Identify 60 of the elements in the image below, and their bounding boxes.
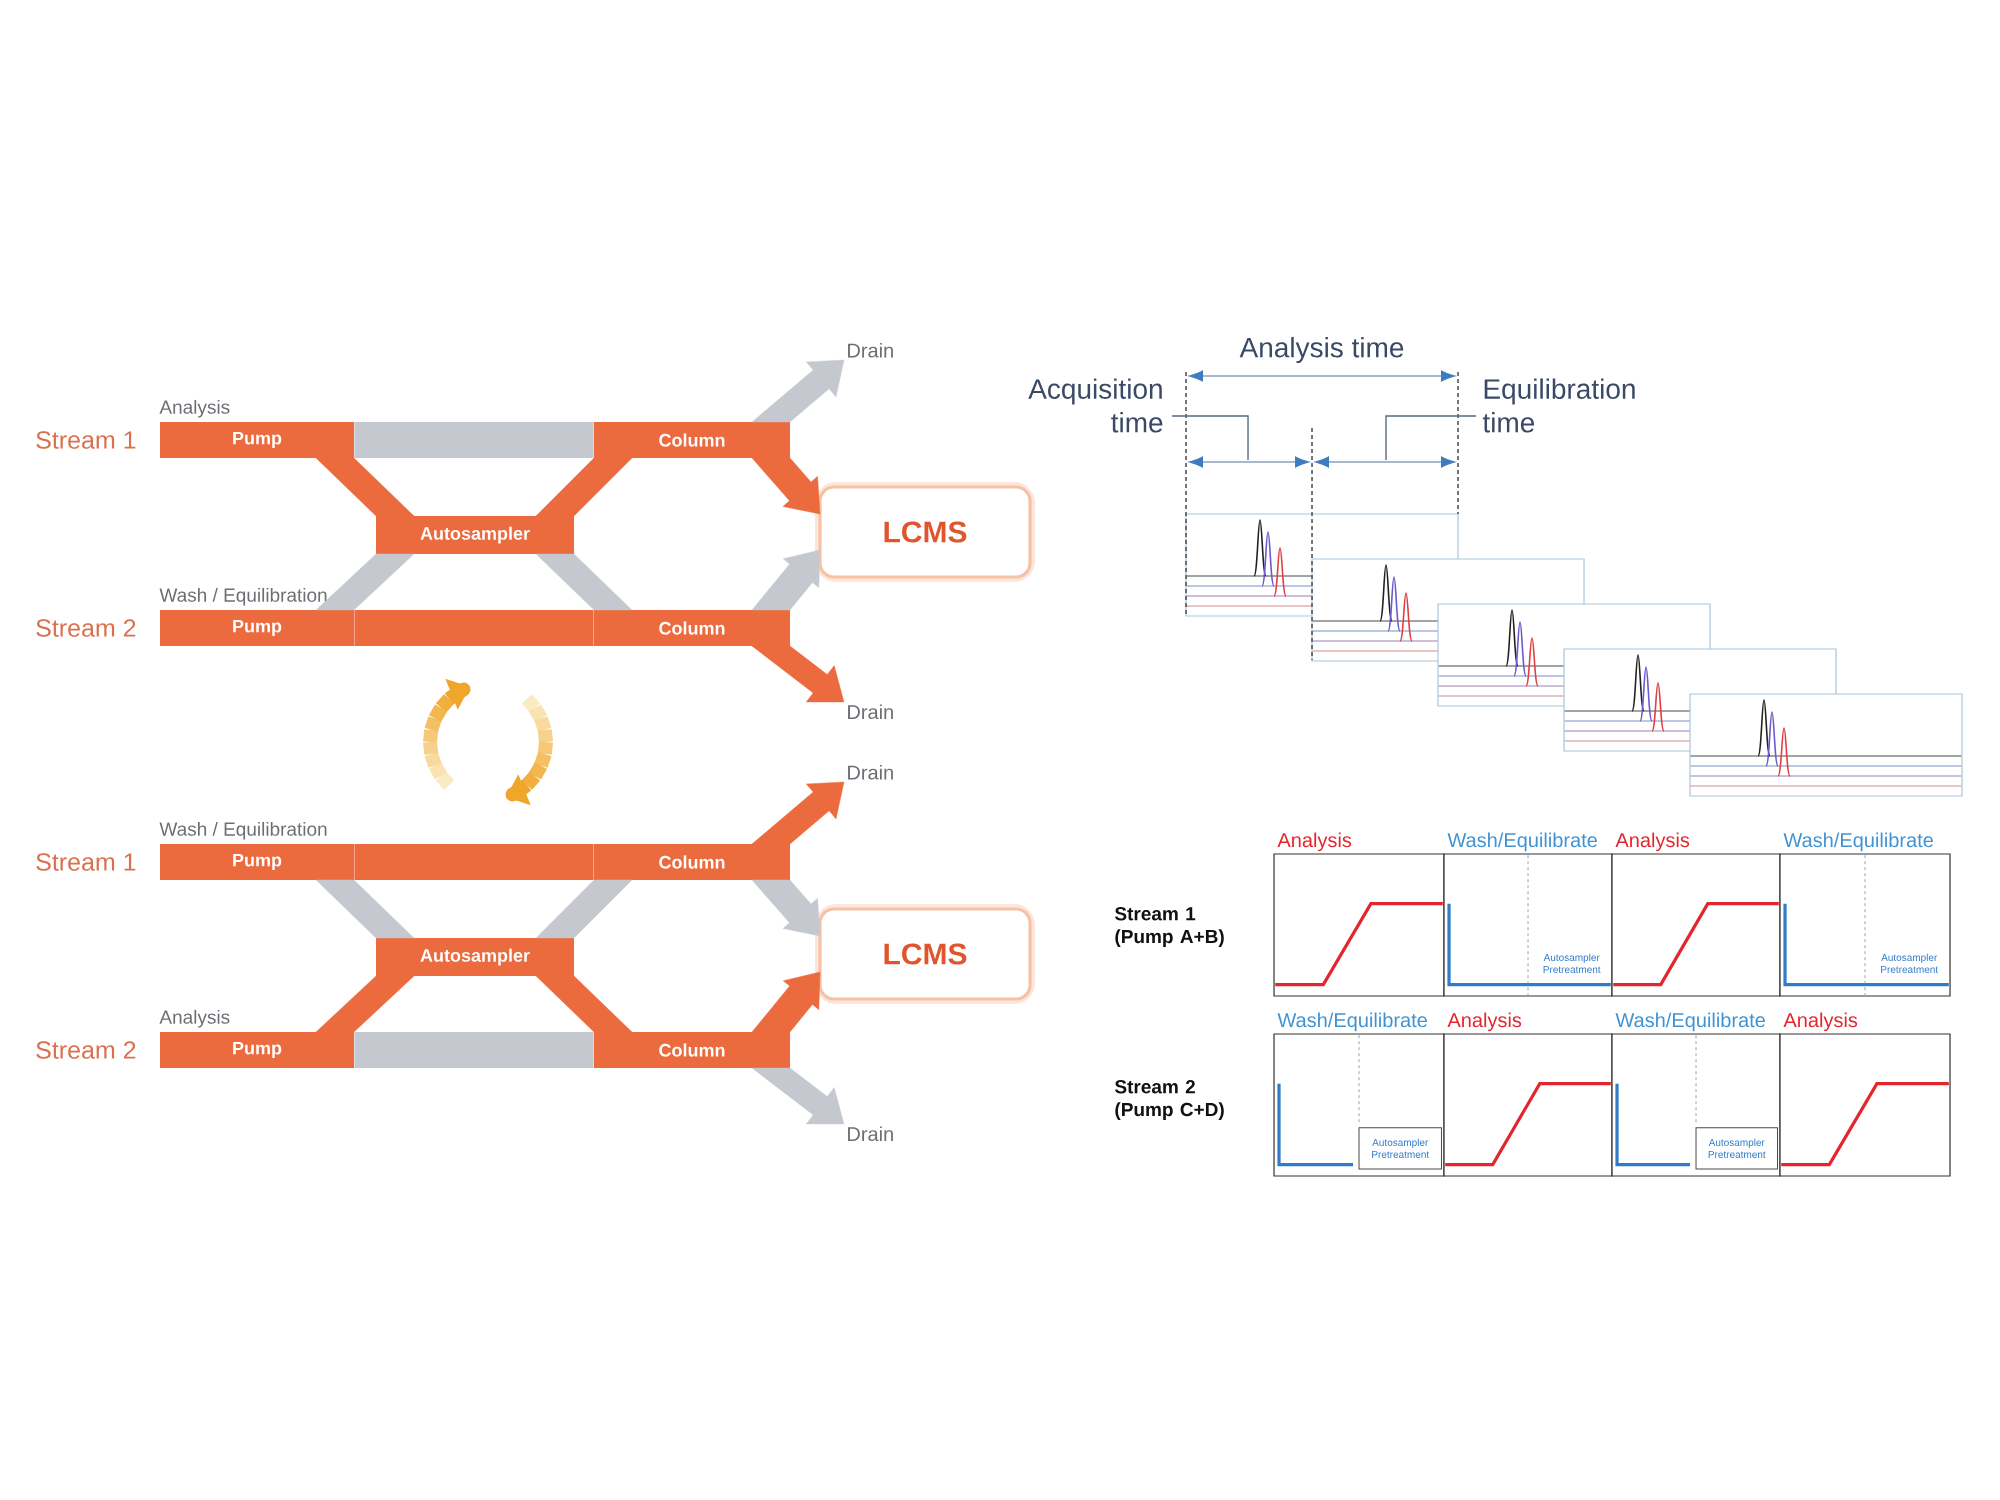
stream-label: Stream 2 <box>36 1041 136 1059</box>
flow-band <box>535 553 633 611</box>
stream-label: Stream 2 <box>36 619 136 637</box>
dimension-label: Analysis time <box>1239 336 1404 364</box>
phase-label: Wash / Equilibration <box>159 587 327 606</box>
flow-band <box>354 422 594 458</box>
flow-band <box>315 879 415 939</box>
lcms-box: LCMS <box>815 482 1035 582</box>
flow-band <box>354 1032 594 1068</box>
flow-band <box>354 844 594 880</box>
drain-label: Drain <box>848 1126 893 1142</box>
panel-heading: Wash/Equilibrate <box>1615 1012 1765 1032</box>
flow-arrow <box>751 1067 845 1125</box>
phase-label: Analysis <box>159 1009 230 1028</box>
flow-band <box>535 879 633 939</box>
drain-label: Drain <box>848 764 893 780</box>
phase-label: Analysis <box>159 399 230 418</box>
column-band: Column <box>594 422 790 458</box>
autosampler-band: Autosampler <box>376 516 574 554</box>
node-label: Column <box>659 621 725 635</box>
flow-arrow <box>751 971 821 1033</box>
flow-band <box>315 457 415 517</box>
autosampler-band: Autosampler <box>376 938 574 976</box>
node-label: Column <box>659 855 725 869</box>
stream-label: Stream 1 <box>36 853 136 871</box>
pump-band: Pump <box>160 610 354 646</box>
flow-arrow <box>751 457 821 515</box>
panel-heading: Wash/Equilibrate <box>1447 832 1597 852</box>
flow-arrow <box>751 781 845 845</box>
flow-band <box>315 975 415 1033</box>
row-label: Stream 1 (Pump A+B) <box>1114 907 1224 948</box>
pump-band: Pump <box>160 1032 354 1068</box>
pump-band: Pump <box>160 422 354 458</box>
drain-label: Drain <box>848 704 893 720</box>
panel-heading: Wash/Equilibrate <box>1783 832 1933 852</box>
panel-heading: Analysis <box>1783 1012 1858 1032</box>
panel-heading: Analysis <box>1447 1012 1522 1032</box>
panel-heading: Analysis <box>1277 832 1352 852</box>
panel-heading: Wash/Equilibrate <box>1277 1012 1427 1032</box>
dimension-label: Equilibration time <box>1482 378 1635 433</box>
column-band: Column <box>594 844 790 880</box>
flow-band <box>535 457 633 517</box>
flow-arrow <box>751 359 845 423</box>
panel-heading: Analysis <box>1615 832 1690 852</box>
flow-arrow <box>751 549 821 611</box>
dimension-label: Acquisition time <box>1028 378 1163 433</box>
phase-label: Wash / Equilibration <box>159 821 327 840</box>
drain-label: Drain <box>848 342 893 358</box>
lcms-box: LCMS <box>815 904 1035 1004</box>
stream-label: Stream 1 <box>36 431 136 449</box>
flow-arrow <box>751 645 845 703</box>
node-label: Pump <box>233 853 282 871</box>
flow-band <box>535 975 633 1033</box>
column-band: Column <box>594 1032 790 1068</box>
flow-band <box>315 553 415 611</box>
node-label: Pump <box>233 619 282 637</box>
row-label: Stream 2 (Pump C+D) <box>1114 1080 1224 1121</box>
pump-band: Pump <box>160 844 354 880</box>
column-band: Column <box>594 610 790 646</box>
flow-arrow <box>751 879 821 937</box>
